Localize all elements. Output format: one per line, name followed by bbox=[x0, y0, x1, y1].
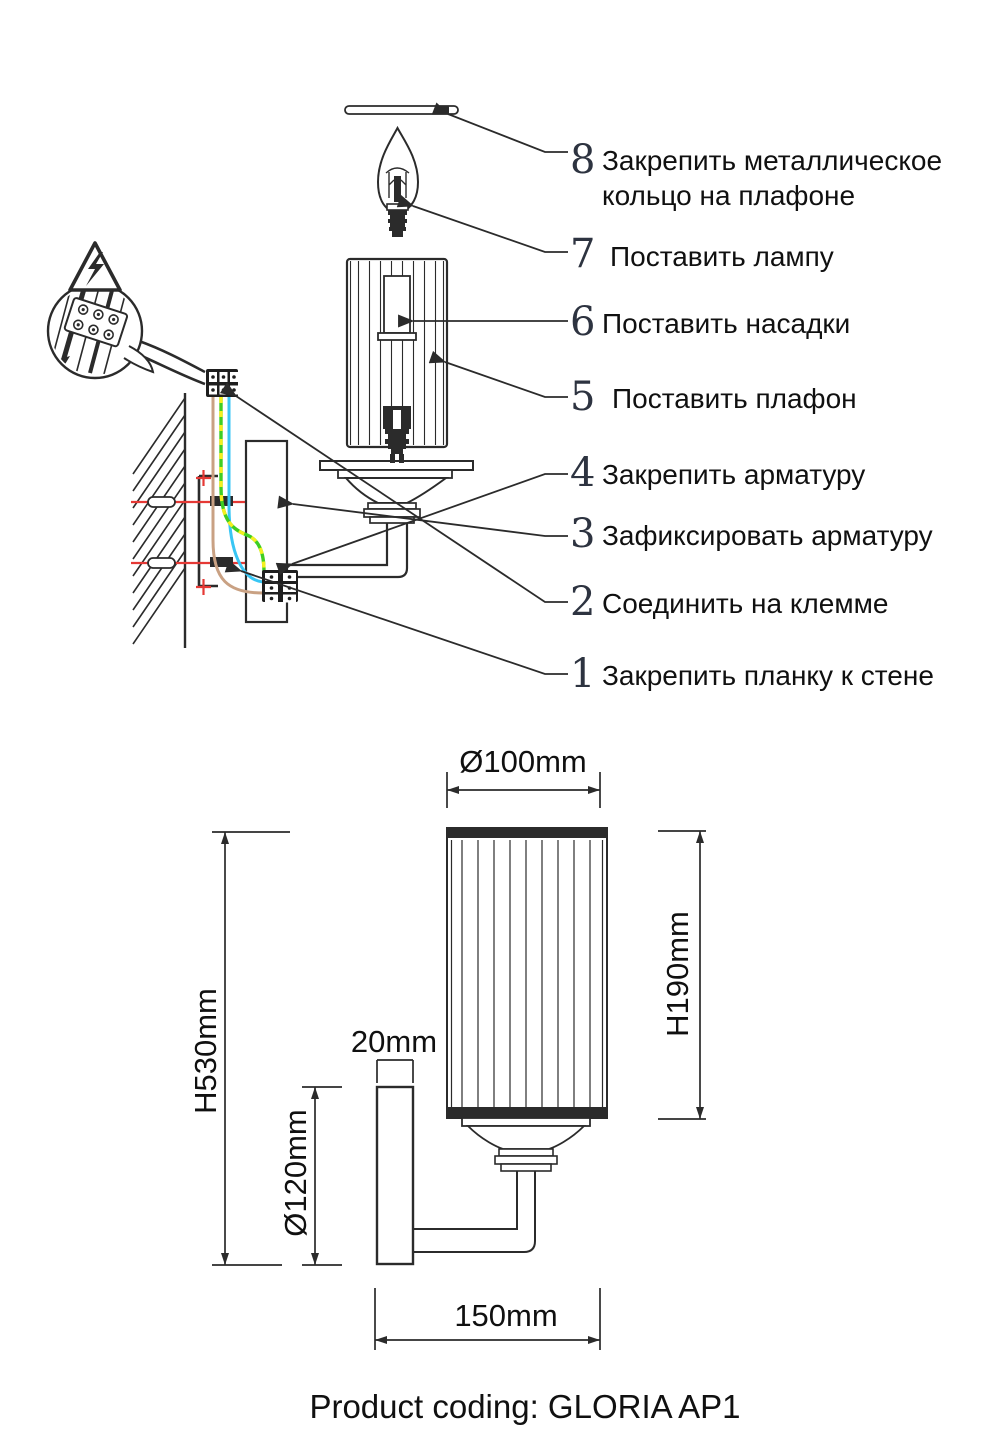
step-number-3: 3 bbox=[570, 511, 596, 557]
wires bbox=[211, 397, 266, 595]
mounting-plate bbox=[319, 460, 474, 479]
step-text-4: Закрепить арматуру bbox=[602, 459, 866, 490]
callout-lines bbox=[219, 102, 568, 675]
lamp-arm bbox=[287, 523, 409, 579]
step-text-1: Закрепить планку к стене bbox=[602, 660, 934, 691]
dim-wall-projection bbox=[374, 1288, 601, 1350]
step-text-6: Поставить насадки bbox=[602, 308, 851, 339]
assembly-diagram bbox=[46, 102, 568, 675]
dim-backplate-diameter bbox=[302, 1086, 342, 1266]
dim-shade-diameter bbox=[446, 772, 601, 808]
callout-2 bbox=[219, 382, 568, 603]
dim-label-backplate-depth: 20mm bbox=[350, 1024, 438, 1059]
metal-ring bbox=[344, 105, 459, 115]
backplate-side-view bbox=[375, 1085, 415, 1266]
dimension-drawing bbox=[212, 772, 706, 1350]
shade-front-view bbox=[446, 827, 608, 1119]
product-coding: Product coding: GLORIA AP1 bbox=[309, 1388, 741, 1425]
step-number-6: 6 bbox=[570, 299, 596, 345]
step-number-1: 1 bbox=[570, 651, 596, 697]
dim-backplate-depth bbox=[376, 1059, 414, 1083]
step-number-7: 7 bbox=[570, 231, 596, 277]
bulb-screw-base bbox=[388, 210, 407, 237]
step-number-2: 2 bbox=[570, 579, 596, 625]
high-voltage-warning-icon bbox=[68, 241, 122, 292]
terminal-block-top bbox=[206, 369, 238, 397]
lamp-bulb bbox=[376, 125, 420, 237]
step-text-3: Зафиксировать арматуру bbox=[602, 520, 933, 551]
dim-shade-height bbox=[658, 830, 706, 1120]
socket-tube bbox=[377, 275, 417, 341]
callout-8 bbox=[431, 102, 568, 153]
holder-and-arm bbox=[413, 1117, 591, 1253]
callout-3 bbox=[277, 495, 568, 537]
mounting-strip bbox=[196, 470, 218, 595]
dim-label-shade-diameter: Ø100mm bbox=[459, 744, 587, 779]
wall bbox=[132, 393, 187, 648]
callout-4 bbox=[275, 473, 568, 576]
step-number-8: 8 bbox=[570, 137, 596, 183]
dim-label-shade-height: H190mm bbox=[660, 911, 695, 1037]
step-text-5: Поставить плафон bbox=[612, 383, 857, 414]
lamp-socket bbox=[383, 406, 411, 463]
callout-1 bbox=[224, 560, 568, 675]
step-text-2: Соединить на клемме bbox=[602, 588, 889, 619]
terminal-detail bbox=[63, 297, 129, 348]
dim-label-total-height: H530mm bbox=[188, 988, 223, 1114]
step-text-8: Закрепить металлическое кольцо на плафон… bbox=[602, 145, 943, 211]
terminal-block-bottom bbox=[262, 570, 298, 603]
dim-total-height bbox=[212, 831, 290, 1266]
step-number-5: 5 bbox=[570, 374, 596, 420]
callout-5 bbox=[428, 350, 568, 398]
wiring-detail-magnifier bbox=[46, 282, 155, 380]
step-text-7: Поставить лампу bbox=[610, 241, 834, 272]
callout-7 bbox=[396, 194, 568, 253]
dim-label-backplate-diameter: Ø120mm bbox=[278, 1109, 313, 1237]
step-number-4: 4 bbox=[570, 450, 596, 496]
dim-label-wall-projection: 150mm bbox=[454, 1298, 558, 1333]
